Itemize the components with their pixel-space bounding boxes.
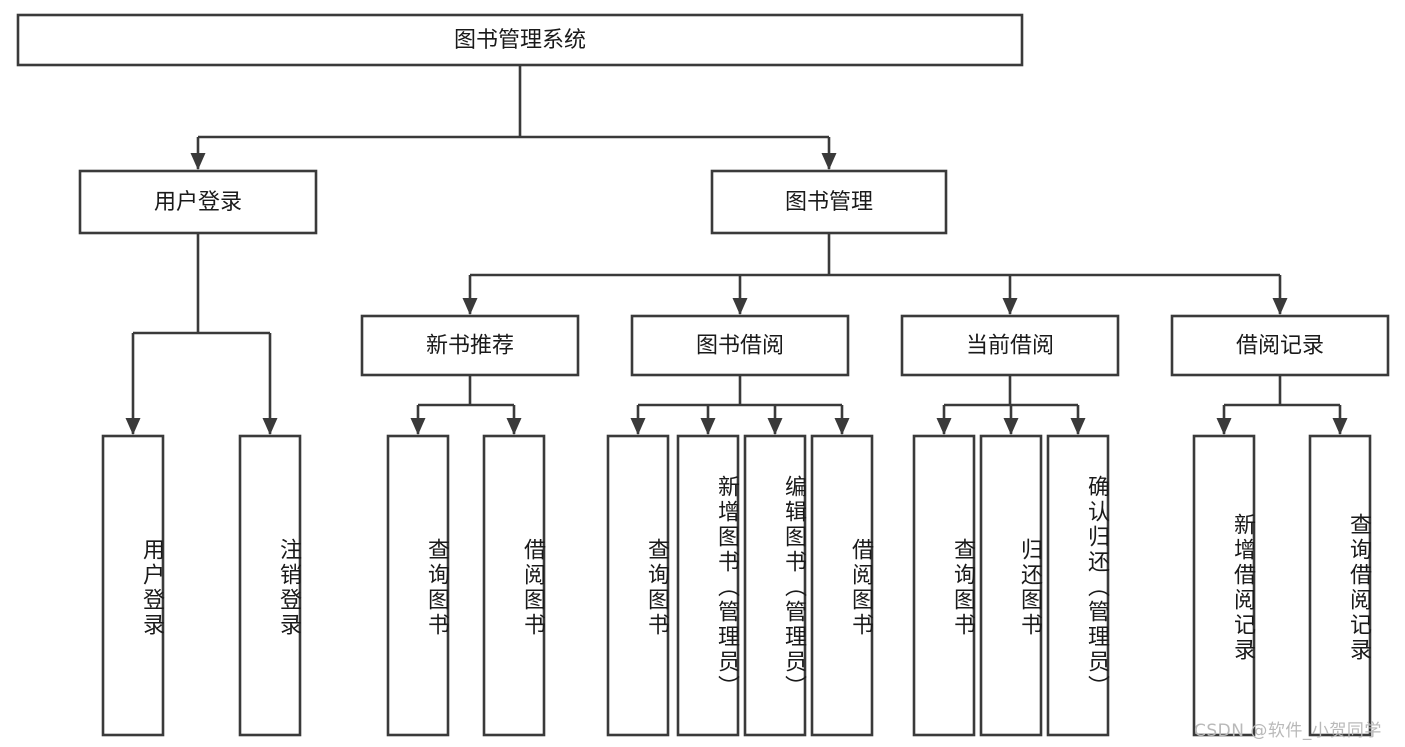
arrow-head-icon	[1332, 418, 1348, 435]
node-label-level3-新书推荐: 新书推荐	[426, 334, 514, 359]
node-box-leaf-注销登录[interactable]	[238, 434, 302, 737]
node-label-root-图书管理系统: 图书管理系统	[454, 28, 586, 53]
arrow-head-icon	[1216, 418, 1232, 435]
node-box-leaf-借阅图书[interactable]	[482, 434, 546, 737]
csdn-watermark: CSDN @软件_小贺同学	[1194, 721, 1382, 741]
arrow-head-icon	[834, 418, 850, 435]
node-box-leaf-用户登录[interactable]	[101, 434, 165, 737]
node-box-leaf-查询图书[interactable]	[912, 434, 976, 737]
node-box-level3-新书推荐[interactable]	[360, 314, 580, 377]
arrow-head-icon	[1070, 418, 1086, 435]
arrow-head-icon	[821, 153, 837, 170]
node-label-level3-借阅记录: 借阅记录	[1236, 334, 1324, 359]
node-box-leaf-新增图书管理员[interactable]	[676, 434, 740, 737]
arrow-head-icon	[410, 418, 426, 435]
node-box-level2-图书管理[interactable]	[710, 169, 948, 235]
node-box-level3-借阅记录[interactable]	[1170, 314, 1390, 377]
arrow-head-icon	[700, 418, 716, 435]
node-label-level2-图书管理: 图书管理	[785, 190, 873, 215]
node-layer	[16, 13, 1390, 737]
arrow-head-icon	[190, 153, 206, 170]
arrow-head-icon	[125, 418, 141, 435]
node-box-root-图书管理系统[interactable]	[16, 13, 1024, 67]
arrow-head-icon	[262, 418, 278, 435]
node-label-level2-用户登录: 用户登录	[154, 190, 242, 215]
node-box-leaf-借阅图书[interactable]	[810, 434, 874, 737]
node-box-leaf-新增借阅记录[interactable]	[1192, 434, 1256, 737]
node-box-level2-用户登录[interactable]	[78, 169, 318, 235]
node-box-leaf-查询借阅记录[interactable]	[1308, 434, 1372, 737]
arrow-head-icon	[767, 418, 783, 435]
arrow-head-icon	[630, 418, 646, 435]
node-box-leaf-确认归还管理员[interactable]	[1046, 434, 1110, 737]
node-box-leaf-查询图书[interactable]	[606, 434, 670, 737]
arrow-head-icon	[1272, 298, 1288, 315]
arrow-head-icon	[506, 418, 522, 435]
arrow-head-icon	[732, 298, 748, 315]
node-label-level3-当前借阅: 当前借阅	[966, 334, 1054, 359]
node-box-leaf-编辑图书管理员[interactable]	[743, 434, 807, 737]
arrow-head-icon	[1003, 418, 1019, 435]
arrow-head-icon	[1002, 298, 1018, 315]
node-box-level3-图书借阅[interactable]	[630, 314, 850, 377]
node-box-leaf-查询图书[interactable]	[386, 434, 450, 737]
connector-layer	[125, 65, 1348, 435]
node-label-level3-图书借阅: 图书借阅	[696, 334, 784, 359]
arrow-head-icon	[936, 418, 952, 435]
node-box-level3-当前借阅[interactable]	[900, 314, 1120, 377]
arrow-head-icon	[462, 298, 478, 315]
node-box-leaf-归还图书[interactable]	[979, 434, 1043, 737]
